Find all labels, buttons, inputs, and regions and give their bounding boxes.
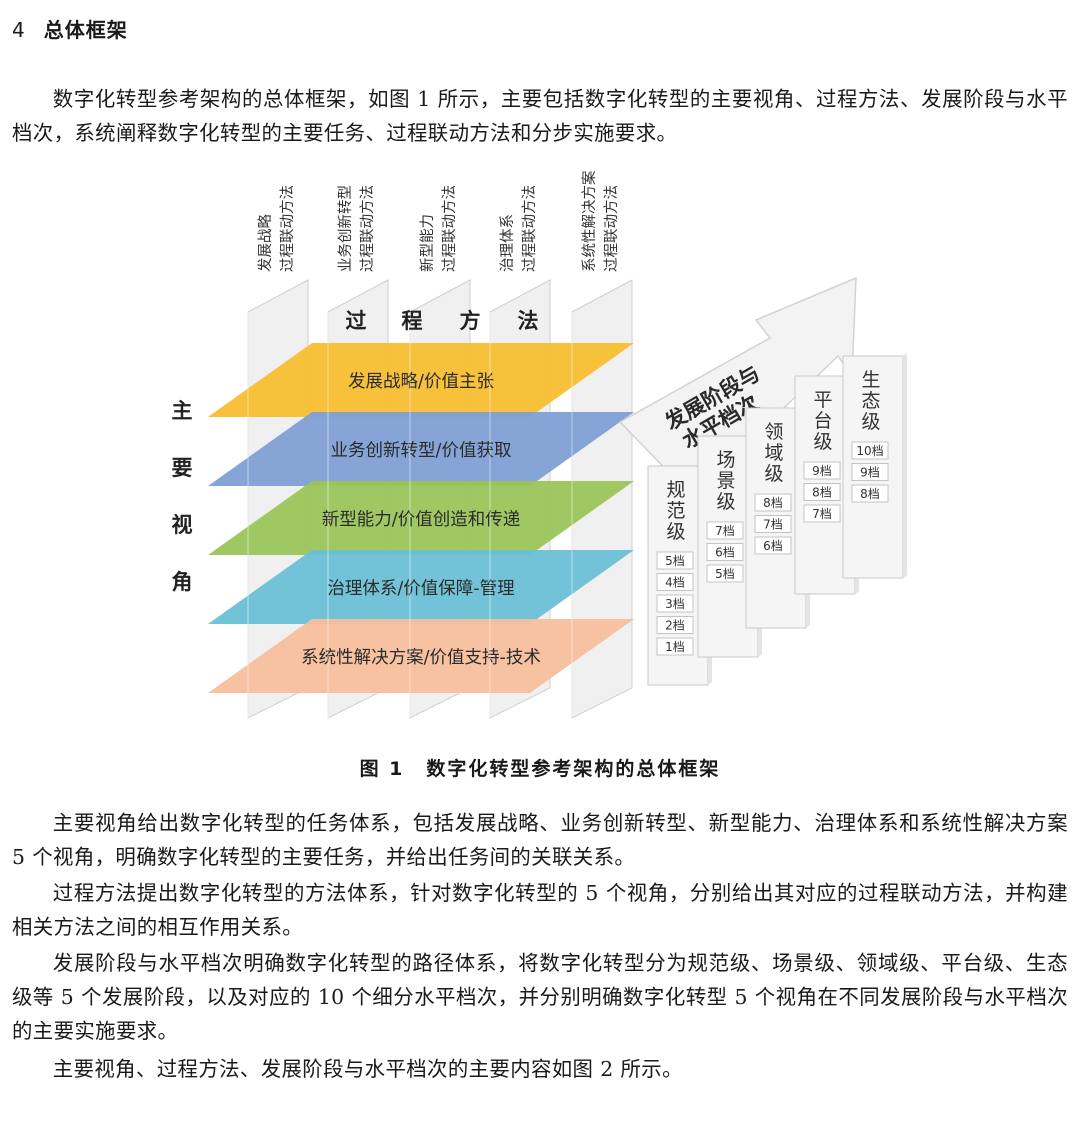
- level-label: 8档: [763, 496, 783, 510]
- layer-label: 系统性解决方案/价值支持-技术: [301, 648, 541, 668]
- level-box: [706, 543, 744, 561]
- layer-1: [208, 343, 634, 417]
- layer-4: [208, 550, 634, 624]
- level-box: [851, 463, 889, 481]
- level-box: [851, 441, 889, 460]
- level-box: [754, 515, 792, 533]
- layer-3: [208, 481, 634, 555]
- level-box: [656, 551, 694, 570]
- body-paragraph-2: 过程方法提出数字化转型的方法体系，针对数字化转型的 5 个视角，分别给出其对应的…: [12, 881, 1068, 939]
- figure-title: 数字化转型参考架构的总体框架: [426, 758, 721, 780]
- level-box: [754, 493, 792, 512]
- level-box: [851, 484, 889, 503]
- level-box: [803, 483, 841, 501]
- perspective-label-char: 主: [172, 399, 193, 423]
- layer-label: 发展战略/价值主张: [348, 372, 494, 392]
- level-label: 6档: [763, 539, 783, 553]
- level-label: 3档: [665, 597, 685, 611]
- layer-label: 新型能力/价值创造和传递: [322, 510, 520, 530]
- framework-diagram: 发展战略过程联动方法业务创新转型过程联动方法新型能力过程联动方法治理体系过程联动…: [172, 170, 907, 719]
- process-label-char: 过: [346, 309, 367, 333]
- stage-name: 规范级: [666, 479, 685, 543]
- level-label: 5档: [715, 567, 735, 581]
- level-label: 9档: [860, 466, 880, 480]
- figure-caption: 图 1 数字化转型参考架构的总体框架: [0, 754, 1080, 781]
- process-label-char: 程: [402, 309, 423, 333]
- level-box: [803, 504, 841, 523]
- body-paragraph-4: 主要视角、过程方法、发展阶段与水平档次的主要内容如图 2 所示。: [52, 1057, 683, 1081]
- process-label-char: 方: [460, 309, 481, 333]
- perspective-label-char: 要: [172, 456, 193, 480]
- figure-number: 图 1: [359, 758, 405, 780]
- level-label: 2档: [665, 619, 685, 633]
- level-box: [656, 637, 694, 656]
- process-label-char: 法: [518, 309, 539, 333]
- level-label: 8档: [860, 487, 880, 501]
- layer-label: 治理体系/价值保障-管理: [327, 579, 514, 599]
- process-column-label: 系统性解决方案: [580, 170, 598, 272]
- level-box: [706, 521, 744, 540]
- process-column-label: 新型能力: [419, 214, 436, 272]
- section-title: 总体框架: [43, 18, 128, 42]
- level-label: 6档: [715, 546, 735, 560]
- level-box: [706, 564, 744, 583]
- level-box: [656, 573, 694, 591]
- level-label: 7档: [812, 507, 832, 521]
- level-label: 8档: [812, 486, 832, 500]
- section-number: 4: [12, 18, 26, 42]
- process-column-label: 过程联动方法: [521, 185, 538, 272]
- stage-name: 生态级: [861, 369, 880, 433]
- stage-name: 平台级: [813, 389, 832, 453]
- level-label: 7档: [715, 524, 735, 538]
- body-paragraph-1: 主要视角给出数字化转型的任务体系，包括发展战略、业务创新转型、新型能力、治理体系…: [12, 811, 1068, 869]
- process-column-label: 治理体系: [499, 214, 516, 272]
- section-heading: 4 总体框架: [12, 14, 128, 43]
- level-label: 9档: [812, 464, 832, 478]
- perspective-label-char: 角: [172, 570, 193, 594]
- level-box: [656, 616, 694, 634]
- level-label: 7档: [763, 518, 783, 532]
- level-box: [803, 461, 841, 480]
- process-column-label: 业务创新转型: [337, 185, 354, 272]
- level-label: 5档: [665, 554, 685, 568]
- level-label: 4档: [665, 576, 685, 590]
- level-label: 10档: [856, 444, 883, 458]
- body-paragraph-3: 发展阶段与水平档次明确数字化转型的路径体系，将数字化转型分为规范级、场景级、领域…: [12, 951, 1068, 1043]
- level-box: [656, 594, 694, 613]
- level-label: 1档: [665, 640, 685, 654]
- process-column-label: 发展战略: [257, 214, 274, 272]
- process-column-label: 过程联动方法: [359, 185, 376, 272]
- level-box: [754, 536, 792, 555]
- stage-name: 领域级: [764, 421, 783, 485]
- layer-label: 业务创新转型/价值获取: [331, 441, 512, 461]
- intro-paragraph: 数字化转型参考架构的总体框架，如图 1 所示，主要包括数字化转型的主要视角、过程…: [12, 87, 1068, 145]
- process-column-label: 过程联动方法: [603, 185, 620, 272]
- perspective-label-char: 视: [172, 513, 193, 537]
- layer-2: [208, 412, 634, 486]
- layer-5: [208, 619, 634, 693]
- process-column-label: 过程联动方法: [279, 185, 296, 272]
- process-column-label: 过程联动方法: [441, 185, 458, 272]
- stage-name: 场景级: [716, 449, 735, 513]
